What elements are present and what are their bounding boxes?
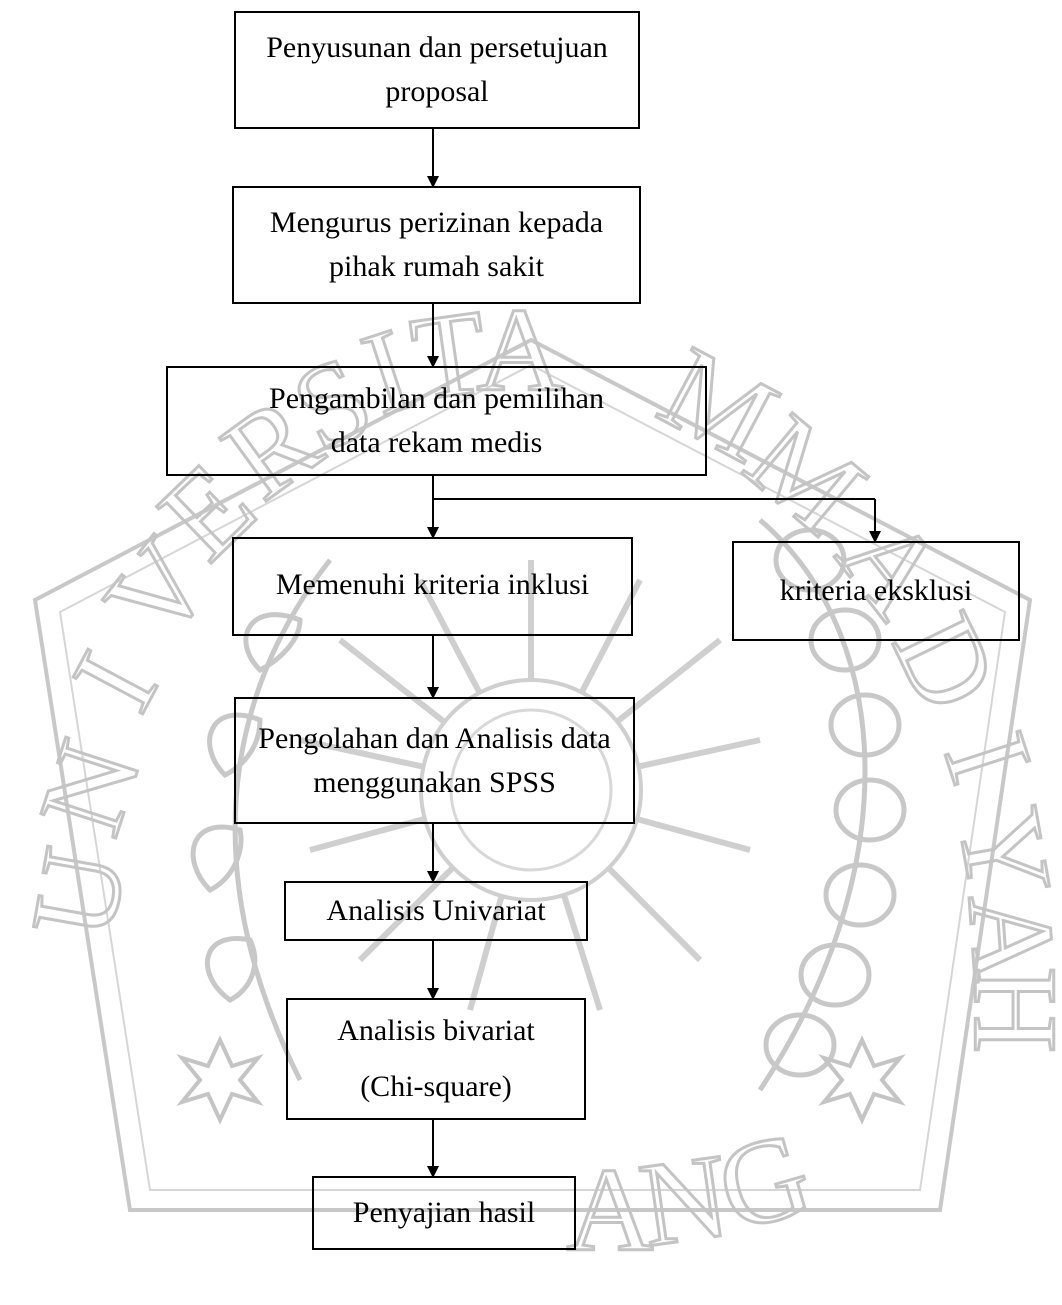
right-wreath: [757, 518, 907, 1092]
node-inclusion: Memenuhi kriteria inklusi: [232, 537, 633, 636]
node-bivariate: Analisis bivariat (Chi-square): [286, 998, 586, 1120]
seal-right-letter: A: [943, 889, 1062, 985]
node-records-label: Pengambilan dan pemilihan data rekam med…: [269, 382, 604, 459]
node-permit: Mengurus perizinan kepada pihak rumah sa…: [232, 186, 641, 304]
seal-bottom-letter: A: [567, 1143, 654, 1276]
node-univariate-label: Analisis Univariat: [326, 894, 546, 927]
node-inclusion-label: Memenuhi kriteria inklusi: [275, 568, 590, 601]
seal-pentagon-inner-outline: [58, 363, 1007, 1191]
seal-left-letter: A: [477, 283, 564, 416]
seal-stars: [176, 1035, 906, 1125]
sun-center-inner: [449, 708, 613, 872]
sun-center: [419, 678, 643, 902]
seal-bottom-letter: N: [632, 1128, 736, 1272]
seal-pentagon-outline: [32, 337, 1033, 1212]
node-permit-label: Mengurus perizinan kepada pihak rumah sa…: [269, 206, 604, 283]
seal-right-letter: H: [949, 967, 1062, 1054]
node-bivariate-method: (Chi-square): [360, 1070, 512, 1103]
node-proposal: Penyusunan dan persetujuan proposal: [234, 11, 640, 129]
node-exclusion: kriteria eksklusi: [732, 541, 1020, 641]
node-results: Penyajian hasil: [312, 1176, 576, 1250]
node-exclusion-label: kriteria eksklusi: [779, 574, 973, 607]
left-wreath: [190, 558, 332, 1082]
node-processing-label: Pengolahan dan Analisis data menggunakan…: [258, 721, 611, 799]
node-processing: Pengolahan dan Analisis data menggunakan…: [234, 697, 635, 824]
node-univariate: Analisis Univariat: [284, 881, 588, 941]
node-proposal-label: Penyusunan dan persetujuan proposal: [266, 31, 608, 108]
node-bivariate-title: Analisis bivariat: [337, 1014, 535, 1047]
node-results-label: Penyajian hasil: [352, 1196, 536, 1229]
node-records: Pengambilan dan pemilihan data rekam med…: [166, 366, 707, 476]
